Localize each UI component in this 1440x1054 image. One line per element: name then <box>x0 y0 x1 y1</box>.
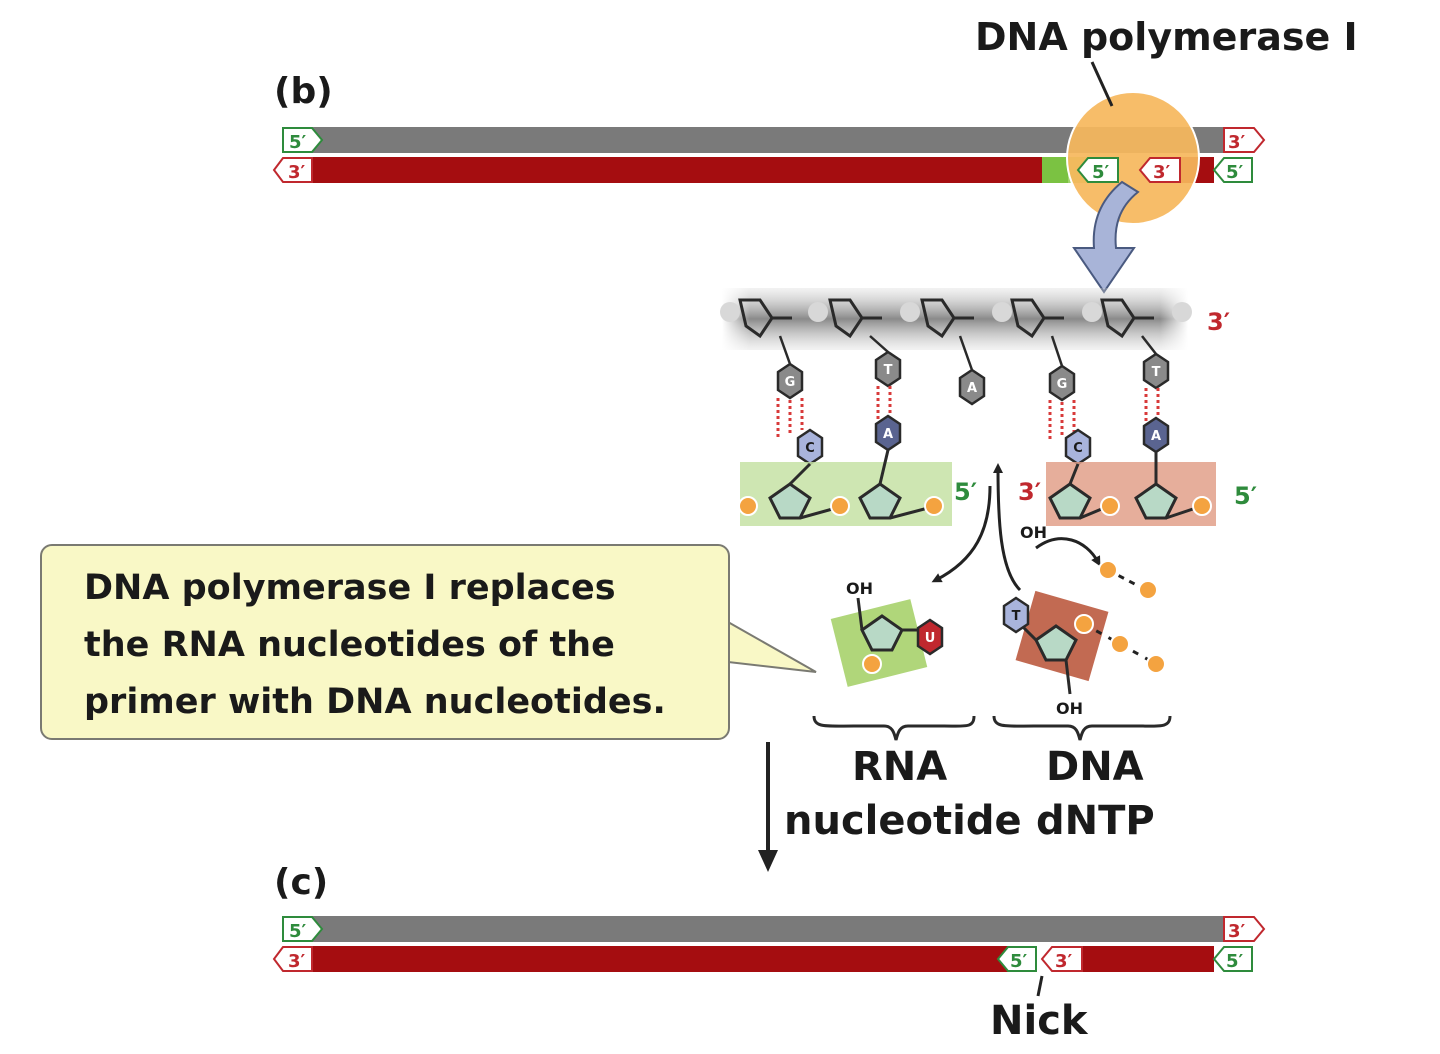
svg-text:5′: 5′ <box>1092 162 1110 183</box>
callout-line-3: primer with DNA nucleotides. <box>84 682 666 722</box>
step-arrow-head <box>758 850 778 872</box>
callout-pointer <box>724 620 817 673</box>
svg-text:3′: 3′ <box>1153 162 1171 183</box>
end-tags-c: 5′ 3′ 3′ 5′ 5′ 3′ <box>272 916 1266 972</box>
svg-text:5′: 5′ <box>1010 951 1028 972</box>
new-strand-c-right <box>1072 946 1214 972</box>
rna-primer-phosphates <box>738 496 944 516</box>
svg-text:3′: 3′ <box>1228 921 1246 942</box>
template-base-letters: G T A G T <box>785 363 1161 396</box>
rna-oh-label: OH <box>846 579 873 598</box>
dna-label-line1: DNA <box>1046 744 1144 790</box>
three-prime-tag-primer: 3′ <box>1138 157 1181 183</box>
nick-label: Nick <box>990 998 1088 1044</box>
five-prime-tag-bottom-right: 5′ <box>1212 157 1253 183</box>
dna-five-prime: 5′ <box>1234 482 1257 510</box>
svg-text:5′: 5′ <box>1226 951 1244 972</box>
nick-five-prime-tag: 5′ <box>996 946 1037 972</box>
end-tags-b: 5′ 3′ 3′ 5′ 5′ 3′ <box>272 127 1266 183</box>
five-prime-tag-top-left: 5′ <box>282 127 324 153</box>
base-t-dntp: T <box>1012 609 1021 624</box>
three-prime-tag-bottom-left-c: 3′ <box>272 946 313 972</box>
dna-strand-phosphates <box>1100 496 1212 516</box>
panel-c-label: (c) <box>274 862 328 903</box>
base-a-left: A <box>883 427 893 442</box>
enzyme-pointer-line <box>1090 61 1114 107</box>
rna-label-line2: nucleotide <box>784 798 1022 844</box>
exchange-arrows <box>931 463 1101 592</box>
svg-text:3′: 3′ <box>1055 951 1073 972</box>
base-c-right: C <box>1073 441 1083 456</box>
base-a-right: A <box>1151 429 1161 444</box>
five-prime-tag-primer: 5′ <box>1076 157 1119 183</box>
svg-text:3′: 3′ <box>288 951 306 972</box>
dna-oh-label: OH <box>1020 523 1047 542</box>
svg-text:5′: 5′ <box>289 921 307 942</box>
primer-five-prime: 5′ <box>954 478 977 506</box>
svg-text:5′: 5′ <box>1226 162 1244 183</box>
strand-pair-c <box>310 916 1225 972</box>
hydrogen-bonds <box>776 386 1160 440</box>
label-braces <box>812 715 1172 741</box>
three-prime-tag-bottom-left: 3′ <box>272 157 313 183</box>
rna-primer-b <box>1042 157 1068 183</box>
dna-label-line2: dNTP <box>1036 798 1155 844</box>
new-strand-base-letters: C A C A <box>805 427 1161 456</box>
base-c-left: C <box>805 441 815 456</box>
three-prime-tag-top-right: 3′ <box>1223 127 1266 153</box>
pyrophosphate <box>1098 560 1158 600</box>
base-u: U <box>925 631 936 646</box>
zoom-in-arrow <box>1072 180 1140 294</box>
five-prime-tag-bottom-right-c: 5′ <box>1212 946 1253 972</box>
dna-strand-sugars <box>1048 452 1197 520</box>
base-t-left: T <box>884 363 893 378</box>
svg-text:3′: 3′ <box>288 162 306 183</box>
rna-primer-sugars <box>768 449 929 520</box>
rna-label-line1: RNA <box>852 744 948 790</box>
free-dntp <box>1002 590 1166 695</box>
panel-b-label: (b) <box>274 71 333 112</box>
svg-text:3′: 3′ <box>1228 132 1246 153</box>
svg-text:5′: 5′ <box>289 132 307 153</box>
new-strand-c-left <box>310 946 1010 972</box>
dna-polymerase-i-outline <box>1066 91 1200 225</box>
five-prime-tag-top-left-c: 5′ <box>282 916 324 942</box>
base-a-center: A <box>967 381 977 396</box>
base-g-right: G <box>1057 377 1068 392</box>
callout-line-2: the RNA nucleotides of the <box>84 625 615 665</box>
enzyme-label: DNA polymerase I <box>975 15 1358 59</box>
dna-three-prime: 3′ <box>1018 478 1041 506</box>
three-prime-tag-top-right-c: 3′ <box>1223 916 1266 942</box>
template-sugars <box>738 298 1154 339</box>
template-phosphates <box>720 302 1192 322</box>
base-g-left: G <box>785 375 796 390</box>
template-bases <box>776 335 1170 406</box>
new-strand-bases <box>796 414 1170 466</box>
template-three-prime: 3′ <box>1207 308 1230 336</box>
new-strand-b <box>310 157 1042 183</box>
dna-polymerase-i-blob <box>1067 92 1199 224</box>
base-t-right: T <box>1152 365 1161 380</box>
free-rna-nucleotide <box>830 597 944 687</box>
callout-line-1: DNA polymerase I replaces <box>84 568 616 608</box>
nick-pointer-line <box>1036 975 1044 997</box>
dntp-oh-label: OH <box>1056 699 1083 718</box>
template-strand-c <box>310 916 1225 942</box>
rna-primer-region <box>740 462 952 526</box>
callout-box: DNA polymerase I replaces the RNA nucleo… <box>40 544 730 740</box>
nick-three-prime-tag: 3′ <box>1040 946 1083 972</box>
